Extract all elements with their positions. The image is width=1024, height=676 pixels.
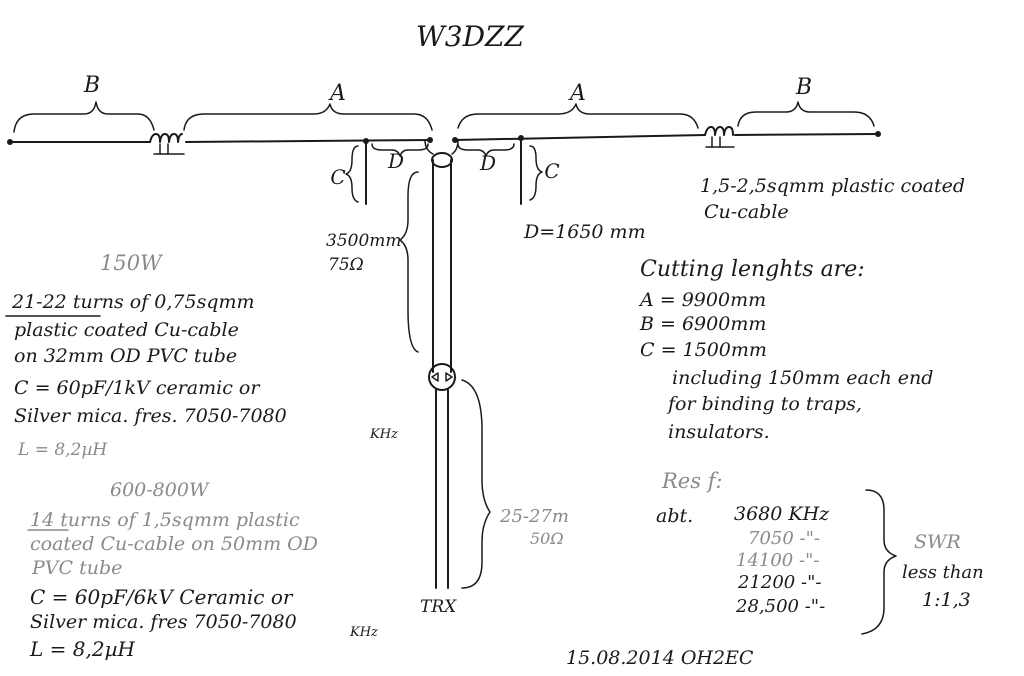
trap-left [149, 133, 185, 155]
wire-note: 1,5-2,5sqmm plastic coated Cu-cable [700, 175, 965, 223]
feed-line [424, 139, 459, 589]
feed-impedance: 75Ω [328, 255, 364, 275]
d-value: D=1650 mm [523, 221, 646, 243]
high-power-line-1: 14 turns of 1,5sqmm plastic [30, 509, 300, 531]
low-power-line-6: KHz [369, 427, 398, 442]
res-row-4: 21200 -"- [737, 572, 821, 593]
low-power-line-2: plastic coated Cu-cable [14, 319, 239, 341]
label-d-left: D [387, 149, 404, 173]
high-power-line-5: Silver mica. fres 7050-7080 [30, 611, 297, 633]
label-b-right: B [795, 75, 812, 100]
coax-impedance: 50Ω [530, 529, 564, 548]
res-row-2: 7050 -"- [748, 528, 820, 549]
res-row-5: 28,500 -"- [735, 596, 825, 617]
feed-brace: 3500mm 75Ω [326, 171, 419, 353]
label-c-right: C [544, 159, 559, 183]
cutting-lengths: Cutting lenghts are: A = 9900mm B = 6900… [638, 257, 933, 443]
brace-a-right: A [457, 81, 699, 129]
low-power-notes: 150W 21-22 turns of 0,75sqmm plastic coa… [5, 251, 398, 460]
trap-right [704, 126, 735, 148]
cutting-b: B = 6900mm [639, 313, 766, 335]
wire-note-line-1: 1,5-2,5sqmm plastic coated [700, 175, 965, 197]
high-power-notes: 600-800W 14 turns of 1,5sqmm plastic coa… [27, 479, 378, 661]
low-power-line-4: C = 60pF/1kV ceramic or [14, 377, 261, 399]
cutting-note-2: for binding to traps, [666, 393, 862, 415]
high-power-line-7: L = 8,2µH [29, 637, 136, 661]
brace-a-left: A [183, 81, 433, 131]
label-d-right: D [479, 151, 496, 175]
high-power-line-4: C = 60pF/6kV Ceramic or [30, 585, 294, 609]
stub-c-left: C [330, 141, 367, 205]
stub-d-left: D [371, 143, 429, 173]
cutting-heading: Cutting lenghts are: [640, 257, 865, 282]
high-power-line-3: PVC tube [31, 557, 122, 579]
feed-length: 3500mm [326, 231, 402, 251]
res-row-1: 3680 KHz [734, 503, 830, 525]
trx-label: TRX [420, 597, 457, 617]
swr-line-3: 1:1,3 [922, 589, 971, 611]
cutting-note-1: including 150mm each end [672, 367, 933, 389]
brace-b-left: B [13, 73, 155, 133]
antenna-wire [7, 131, 881, 145]
res-row-3: 14100 -"- [736, 550, 819, 571]
swr-line-2: less than [902, 562, 984, 583]
brace-b-right: B [737, 75, 875, 127]
low-power-line-1: 21-22 turns of 0,75sqmm [11, 291, 255, 313]
wire-note-line-2: Cu-cable [704, 201, 789, 223]
low-power-line-5: Silver mica. fres. 7050-7080 [14, 405, 287, 427]
low-power-line-3: on 32mm OD PVC tube [14, 345, 237, 367]
coax-brace: 25-27m 50Ω [461, 379, 569, 589]
label-a-right: A [568, 81, 586, 106]
label-a-left: A [328, 81, 346, 106]
cutting-a: A = 9900mm [638, 289, 766, 311]
cutting-note-3: insulators. [668, 421, 770, 443]
high-power-line-6: KHz [349, 625, 378, 640]
low-power-line-7: L = 8,2µH [17, 440, 108, 460]
stub-c-right: C [520, 139, 560, 205]
resonance-table: Res f: abt. 3680 KHz 7050 -"- 14100 -"- … [656, 469, 984, 635]
low-power-heading: 150W [100, 251, 164, 275]
coax-length: 25-27m [499, 506, 569, 527]
stub-d-right: D [457, 143, 515, 175]
res-prefix: abt. [656, 505, 693, 527]
high-power-heading: 600-800W [110, 479, 210, 501]
diagram-title: W3DZZ [416, 20, 524, 53]
label-c-left: C [330, 165, 345, 189]
high-power-line-2: coated Cu-cable on 50mm OD [30, 533, 318, 555]
cutting-c: C = 1500mm [640, 339, 767, 361]
swr-line-1: SWR [914, 531, 961, 553]
label-b-left: B [83, 73, 100, 98]
res-heading: Res f: [661, 469, 723, 493]
footer-signature: 15.08.2014 OH2EC [566, 647, 754, 669]
